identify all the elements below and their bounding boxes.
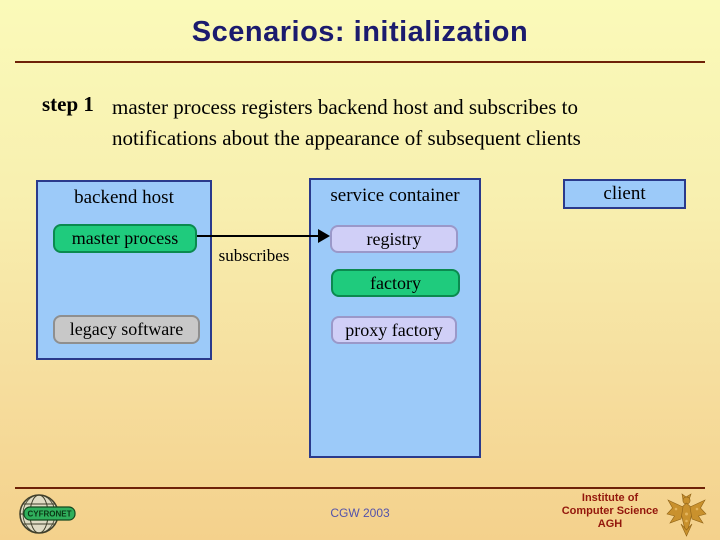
subscribes-arrow-label: subscribes	[218, 246, 290, 265]
service-container-title: service container	[330, 185, 460, 206]
footer-divider	[15, 487, 705, 489]
institute-line1: Institute of	[581, 492, 639, 504]
cyfronet-logo-icon: CYFRONET	[17, 492, 77, 540]
title-divider	[15, 61, 705, 63]
legacy-software-node: legacy software	[53, 315, 200, 344]
subscribes-arrow-head	[318, 229, 330, 243]
registry-node: registry	[330, 225, 458, 253]
cyfronet-label: CYFRONET	[28, 510, 72, 519]
step-label: step 1	[42, 92, 94, 116]
institute-caption: Institute of Computer Science AGH	[556, 492, 664, 531]
agh-eagle-icon	[666, 492, 708, 540]
step-description-line1: master process registers backend host an…	[112, 95, 578, 119]
institute-line3: AGH	[597, 518, 623, 530]
institute-line2: Computer Science	[561, 505, 659, 517]
master-process-node: master process	[53, 224, 197, 253]
client-title: client	[603, 183, 646, 204]
proxy-factory-node: proxy factory	[331, 316, 457, 344]
slide-title: Scenarios: initialization	[191, 16, 529, 48]
subscribes-arrow-line	[197, 235, 321, 237]
factory-node: factory	[331, 269, 460, 297]
step-description: master process registers backend host an…	[112, 92, 704, 154]
client-box: client	[563, 179, 686, 209]
backend-host-title: backend host	[74, 187, 174, 208]
conference-label: CGW 2003	[330, 506, 390, 520]
step-description-line2: notifications about the appearance of su…	[112, 126, 581, 150]
